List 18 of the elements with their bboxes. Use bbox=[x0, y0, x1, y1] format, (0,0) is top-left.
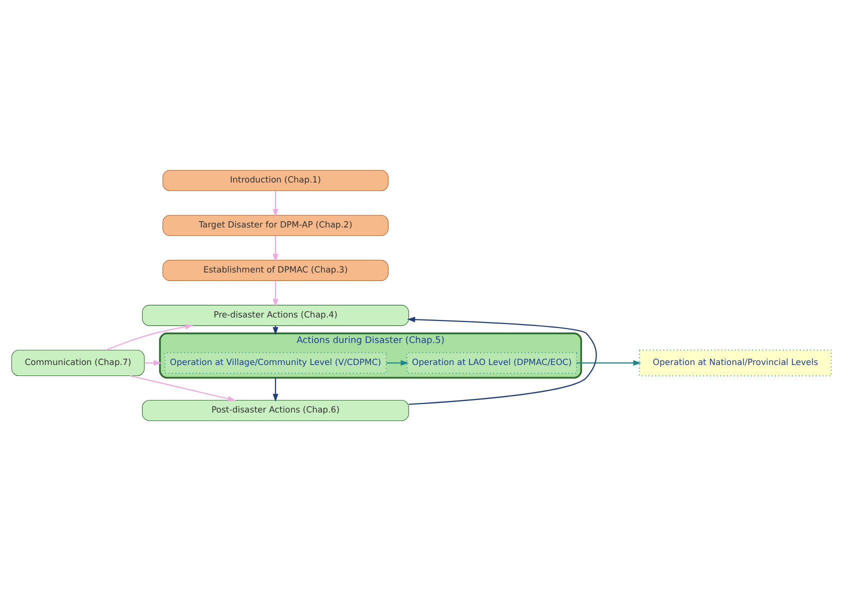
node-box: Communication (Chap.7) bbox=[10, 349, 144, 376]
arrow bbox=[576, 360, 641, 366]
arrow bbox=[272, 377, 278, 402]
arrow bbox=[144, 360, 162, 366]
arrow bbox=[272, 190, 278, 216]
node-box: Establishment of DPMAC (Chap.3) bbox=[162, 259, 388, 280]
node-box: Operation at LAO Level (DPMAC/EOC) bbox=[406, 352, 577, 374]
arrow bbox=[105, 324, 193, 350]
node-box: Pre-disaster Actions (Chap.4) bbox=[142, 304, 408, 326]
arrow bbox=[272, 280, 278, 306]
node-box: Target Disaster for DPM-AP (Chap.2) bbox=[162, 214, 388, 236]
arrow bbox=[386, 360, 408, 366]
node-box: Operation at National/Provincial Levels bbox=[638, 349, 832, 376]
node-box: Post-disaster Actions (Chap.6) bbox=[142, 399, 408, 421]
node-box: Operation at Village/Community Level (V/CDPMC) bbox=[164, 352, 386, 374]
node-box: Introduction (Chap.1) bbox=[162, 170, 388, 191]
arrow bbox=[130, 374, 236, 401]
arrow bbox=[272, 235, 278, 262]
